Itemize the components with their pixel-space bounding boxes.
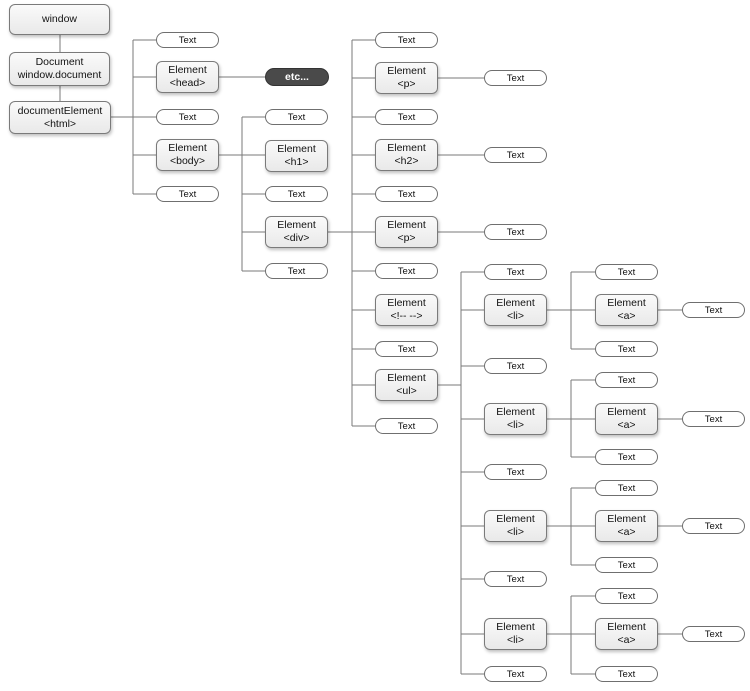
body-node-line1: Element: [168, 142, 207, 154]
li-node-line1: Element: [496, 297, 535, 309]
body-node-line2: <body>: [169, 155, 206, 167]
div-node-line1: Element: [277, 219, 316, 231]
text-node: Text: [595, 666, 658, 682]
text-node: Text: [595, 264, 658, 280]
h1-node-line1: Element: [277, 143, 316, 155]
text-node: Text: [484, 358, 547, 374]
a-node: Element <a>: [595, 618, 658, 650]
text-node: Text: [375, 263, 438, 279]
a-node-line1: Element: [607, 621, 646, 633]
h1-node-line2: <h1>: [284, 156, 309, 168]
li-node: Element <li>: [484, 618, 547, 650]
li-node-line1: Element: [496, 513, 535, 525]
text-node: Text: [682, 302, 745, 318]
text-node: Text: [375, 418, 438, 434]
a-node-line2: <a>: [617, 634, 636, 646]
ul-node-line1: Element: [387, 372, 426, 384]
li-node-line2: <li>: [507, 310, 524, 322]
text-node: Text: [484, 264, 547, 280]
li-node: Element <li>: [484, 510, 547, 542]
a-node: Element <a>: [595, 403, 658, 435]
h2-node-line1: Element: [387, 142, 426, 154]
text-node: Text: [484, 70, 547, 86]
html-node-line1: documentElement: [17, 104, 103, 117]
text-node: Text: [484, 666, 547, 682]
a-node-line1: Element: [607, 406, 646, 418]
head-node-line1: Element: [168, 64, 207, 76]
text-node: Text: [265, 186, 328, 202]
text-node: Text: [682, 411, 745, 427]
a-node: Element <a>: [595, 510, 658, 542]
text-node: Text: [595, 341, 658, 357]
document-node-line1: Document: [35, 56, 84, 68]
a-node-line1: Element: [607, 297, 646, 309]
div-node: Element <div>: [265, 216, 328, 248]
text-node: Text: [375, 186, 438, 202]
li-node-line1: Element: [496, 406, 535, 418]
text-node: Text: [375, 341, 438, 357]
text-node: Text: [595, 372, 658, 388]
html-node-line2: <html>: [43, 117, 77, 130]
comment-node: Element <!-- -->: [375, 294, 438, 326]
p-node-line1: Element: [387, 65, 426, 77]
window-node: window: [9, 4, 110, 35]
window-label: window: [41, 13, 78, 25]
head-node-line2: <head>: [169, 77, 206, 89]
text-node: Text: [375, 109, 438, 125]
text-node: Text: [595, 557, 658, 573]
text-node: Text: [484, 571, 547, 587]
p-node-line2: <p>: [397, 78, 416, 90]
text-node: Text: [156, 32, 219, 48]
li-node-line1: Element: [496, 621, 535, 633]
text-node: Text: [265, 109, 328, 125]
li-node: Element <li>: [484, 294, 547, 326]
text-node: Text: [484, 224, 547, 240]
p-node-line1: Element: [387, 219, 426, 231]
text-node: Text: [595, 588, 658, 604]
text-node: Text: [375, 32, 438, 48]
text-node: Text: [156, 186, 219, 202]
h1-node: Element <h1>: [265, 140, 328, 172]
text-node: Text: [265, 263, 328, 279]
text-node: Text: [682, 518, 745, 534]
p-node: Element <p>: [375, 62, 438, 94]
div-node-line2: <div>: [283, 232, 310, 244]
a-node: Element <a>: [595, 294, 658, 326]
p-node-line2: <p>: [397, 232, 416, 244]
a-node-line2: <a>: [617, 526, 636, 538]
document-node-line2: window.document: [17, 69, 102, 81]
text-node: Text: [595, 449, 658, 465]
text-node: Text: [484, 464, 547, 480]
comment-node-line1: Element: [387, 297, 426, 309]
li-node-line2: <li>: [507, 526, 524, 538]
a-node-line1: Element: [607, 513, 646, 525]
li-node-line2: <li>: [507, 634, 524, 646]
ul-node-line2: <ul>: [396, 385, 417, 397]
document-node: Document window.document: [9, 52, 110, 86]
comment-node-line2: <!-- -->: [390, 310, 423, 322]
a-node-line2: <a>: [617, 419, 636, 431]
text-node: Text: [595, 480, 658, 496]
a-node-line2: <a>: [617, 310, 636, 322]
ul-node: Element <ul>: [375, 369, 438, 401]
li-node-line2: <li>: [507, 419, 524, 431]
text-node: Text: [484, 147, 547, 163]
p-node: Element <p>: [375, 216, 438, 248]
li-node: Element <li>: [484, 403, 547, 435]
h2-node-line2: <h2>: [394, 155, 419, 167]
etc-node: etc...: [265, 68, 329, 86]
head-node: Element <head>: [156, 61, 219, 93]
text-node: Text: [682, 626, 745, 642]
h2-node: Element <h2>: [375, 139, 438, 171]
html-node: documentElement <html>: [9, 101, 111, 134]
text-node: Text: [156, 109, 219, 125]
body-node: Element <body>: [156, 139, 219, 171]
